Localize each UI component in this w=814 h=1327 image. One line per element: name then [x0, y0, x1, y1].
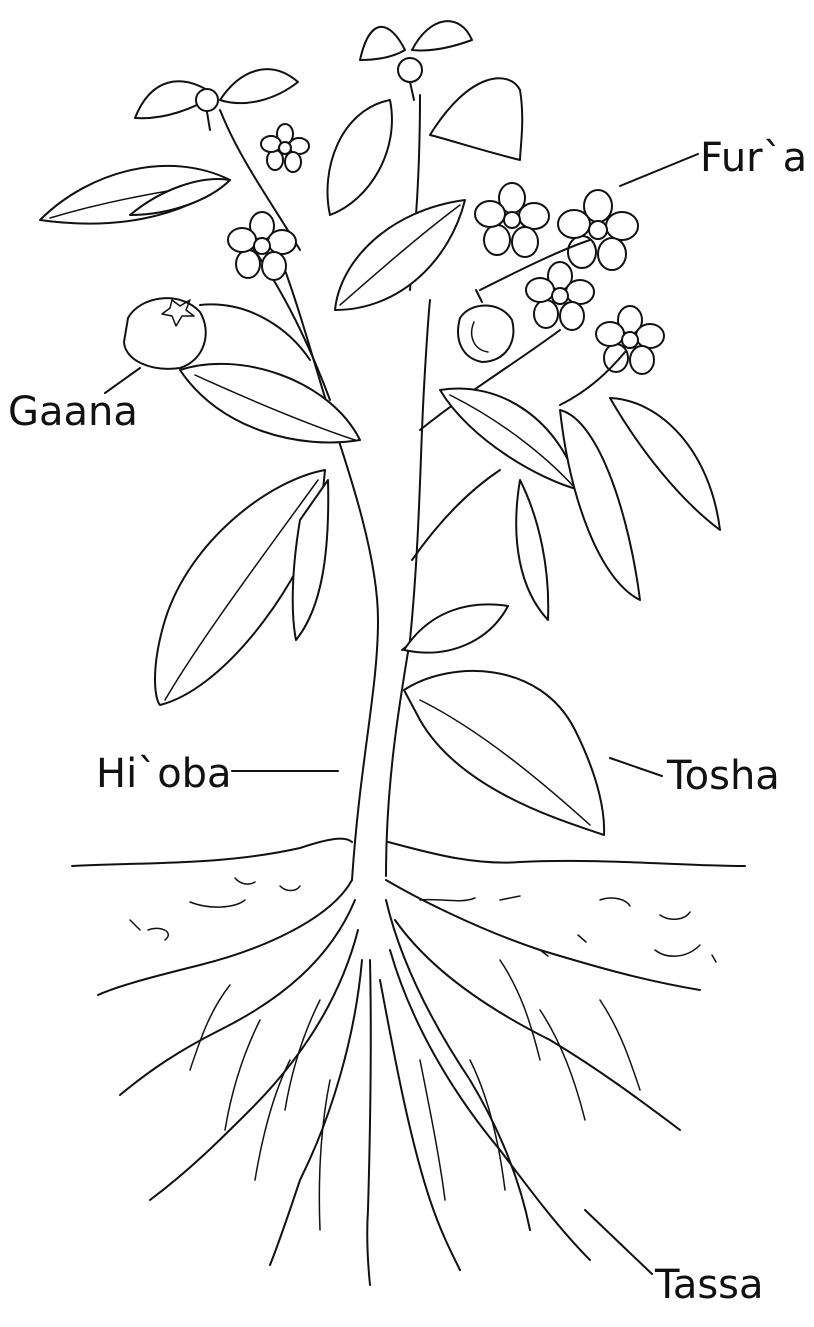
leaf-top-sprig-d: [412, 21, 472, 50]
leaf-top-center: [328, 100, 392, 215]
flower-right-4: [596, 306, 664, 374]
label-flower: Fur`a: [700, 138, 807, 178]
soil: [72, 839, 745, 962]
label-stem: Hi`oba: [96, 754, 232, 794]
leader-line-flower: [620, 154, 698, 186]
leaf-right-mid: [440, 388, 580, 490]
leaf-top-sprig-b: [220, 69, 298, 103]
fruits: [124, 290, 513, 369]
leaf-top-sprig-c: [360, 27, 405, 60]
fruit-small: [458, 306, 513, 363]
label-fruit: Gaana: [8, 392, 138, 432]
leaf-right-hanging: [560, 410, 640, 600]
leaves: [40, 21, 720, 835]
bud-top: [398, 58, 422, 82]
flower-right-2: [558, 190, 638, 270]
leaf-small-stem: [404, 604, 508, 652]
bud-left: [196, 89, 218, 111]
flower-right-3: [526, 262, 594, 330]
flower-top-left: [261, 124, 309, 172]
flower-left: [228, 212, 296, 280]
roots: [98, 880, 700, 1285]
leaf-right-low: [516, 480, 548, 620]
label-leaf: Tosha: [667, 756, 780, 796]
leaf-mid-left: [180, 364, 360, 443]
flowers: [228, 124, 664, 405]
leaf-top-right: [430, 78, 522, 160]
fruit-large: [124, 298, 206, 369]
leader-line-root: [585, 1210, 652, 1274]
leader-line-leaf: [610, 758, 662, 776]
ground-line: [72, 839, 745, 866]
leaf-far-right: [610, 398, 720, 530]
flower-right-1: [475, 183, 549, 257]
label-root: Tassa: [655, 1265, 764, 1305]
